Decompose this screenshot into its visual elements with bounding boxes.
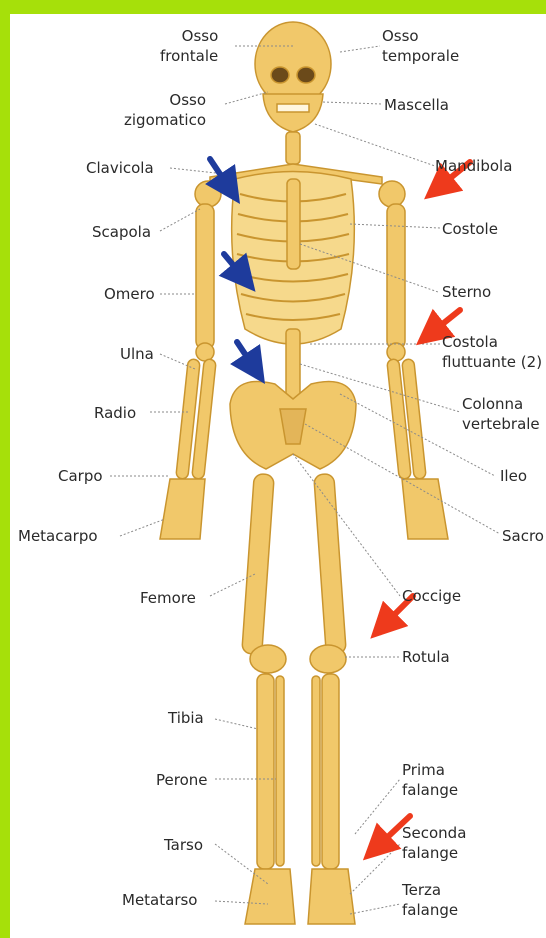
label-clavicola: Clavicola (86, 158, 154, 178)
red-arrow-2 (430, 310, 460, 334)
knee-right (310, 645, 346, 673)
tibia-right (322, 674, 339, 869)
humerus-right (387, 204, 405, 349)
label-metacarpo: Metacarpo (18, 526, 98, 546)
teeth (277, 104, 309, 112)
shoulder-right (379, 181, 405, 207)
sternum (287, 179, 300, 269)
femur-left (242, 474, 275, 655)
shoulder-left (195, 181, 221, 207)
eye-socket-right (297, 67, 315, 83)
elbow-left (196, 343, 214, 361)
label-perone: Perone (156, 770, 208, 790)
skull-jaw (263, 94, 323, 132)
label-mandibola: Mandibola (435, 156, 512, 176)
hand-left (160, 479, 205, 539)
label-mascella: Mascella (384, 95, 449, 115)
humerus-left (196, 204, 214, 349)
label-ileo: Ileo (500, 466, 527, 486)
fibula-left (276, 676, 284, 866)
label-sacro: Sacro (502, 526, 544, 546)
label-femore: Femore (140, 588, 196, 608)
fibula-right (312, 676, 320, 866)
lumbar-spine (286, 329, 300, 399)
knee-left (250, 645, 286, 673)
label-sterno: Sterno (442, 282, 491, 302)
label-radio: Radio (94, 403, 136, 423)
elbow-right (387, 343, 405, 361)
label-ulna: Ulna (120, 344, 154, 364)
foot-left (245, 869, 295, 924)
blue-arrow-3 (237, 342, 255, 369)
label-scapola: Scapola (92, 222, 151, 242)
label-costole: Costole (442, 219, 498, 239)
femur-right (314, 474, 347, 655)
label-carpo: Carpo (58, 466, 103, 486)
hand-right (402, 479, 448, 539)
label-tibia: Tibia (168, 708, 204, 728)
label-metatarso: Metatarso (122, 890, 197, 910)
eye-socket-left (271, 67, 289, 83)
label-tarso: Tarso (164, 835, 203, 855)
cervical-spine (286, 132, 300, 164)
foot-right (308, 869, 355, 924)
label-omero: Omero (104, 284, 155, 304)
tibia-left (257, 674, 274, 869)
label-coccige: Coccige (402, 586, 461, 606)
label-rotula: Rotula (402, 647, 450, 667)
